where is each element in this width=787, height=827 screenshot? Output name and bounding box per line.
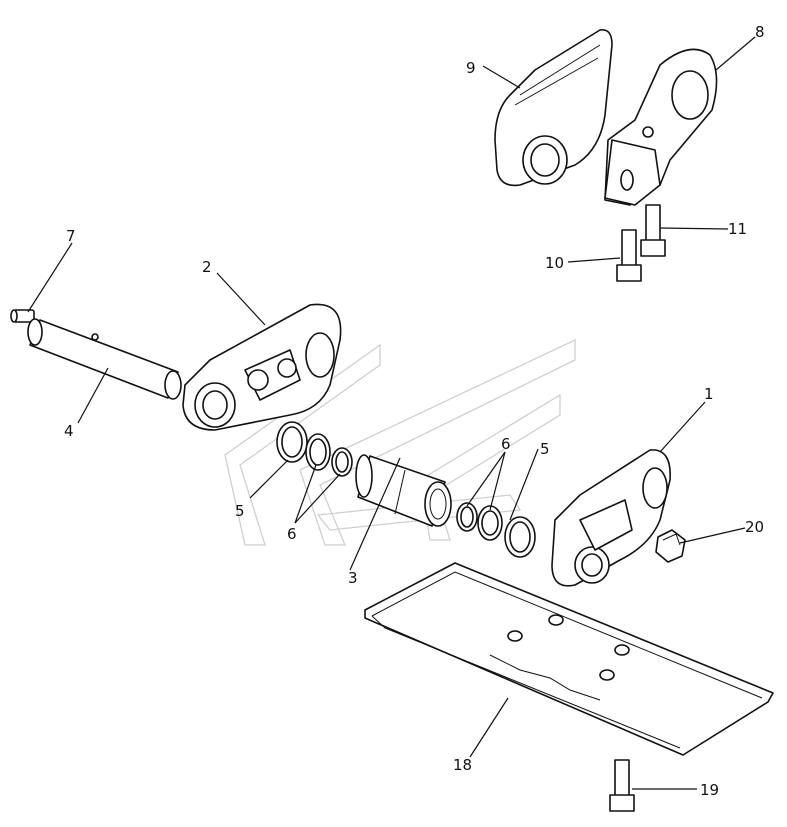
part-5-seal-left xyxy=(276,421,308,463)
callout-3: 3 xyxy=(348,569,358,587)
part-6-ring-left-a xyxy=(305,433,331,471)
callout-6-right: 6 xyxy=(501,435,511,453)
callout-labels: 1 2 3 4 5 5 6 6 7 8 9 10 11 18 19 20 xyxy=(64,23,765,799)
bolt-10 xyxy=(616,229,642,282)
callout-20: 20 xyxy=(745,518,764,536)
callout-7: 7 xyxy=(66,227,76,245)
part-6-ring-right-a xyxy=(456,502,478,532)
part-6-ring-right-b xyxy=(477,505,503,541)
callout-10: 10 xyxy=(545,254,564,272)
part-20-nut xyxy=(655,529,686,563)
callout-2: 2 xyxy=(202,258,212,276)
callout-8: 8 xyxy=(755,23,765,41)
callout-6-left: 6 xyxy=(287,525,297,543)
callout-4: 4 xyxy=(64,422,74,440)
part-5-seal-right xyxy=(504,516,536,558)
callout-18: 18 xyxy=(453,756,472,774)
part-3-bushing xyxy=(355,454,452,527)
part-9-plate xyxy=(494,28,613,187)
bolt-19 xyxy=(609,759,635,812)
callout-5-right: 5 xyxy=(540,440,550,458)
part-18-track-shoe xyxy=(364,562,774,756)
part-8-link xyxy=(604,48,718,206)
part-6-ring-left-b xyxy=(331,447,353,477)
part-7-small-pin xyxy=(10,309,35,323)
part-2-left-link xyxy=(182,303,342,431)
bolt-11 xyxy=(640,204,666,257)
part-1-right-link xyxy=(551,449,671,587)
part-4-track-pin xyxy=(27,318,182,400)
callout-11: 11 xyxy=(728,220,747,238)
callout-1: 1 xyxy=(704,385,714,403)
leader-lines xyxy=(27,36,756,790)
callout-9: 9 xyxy=(466,59,476,77)
callout-19: 19 xyxy=(700,781,719,799)
callout-5-left: 5 xyxy=(235,502,245,520)
